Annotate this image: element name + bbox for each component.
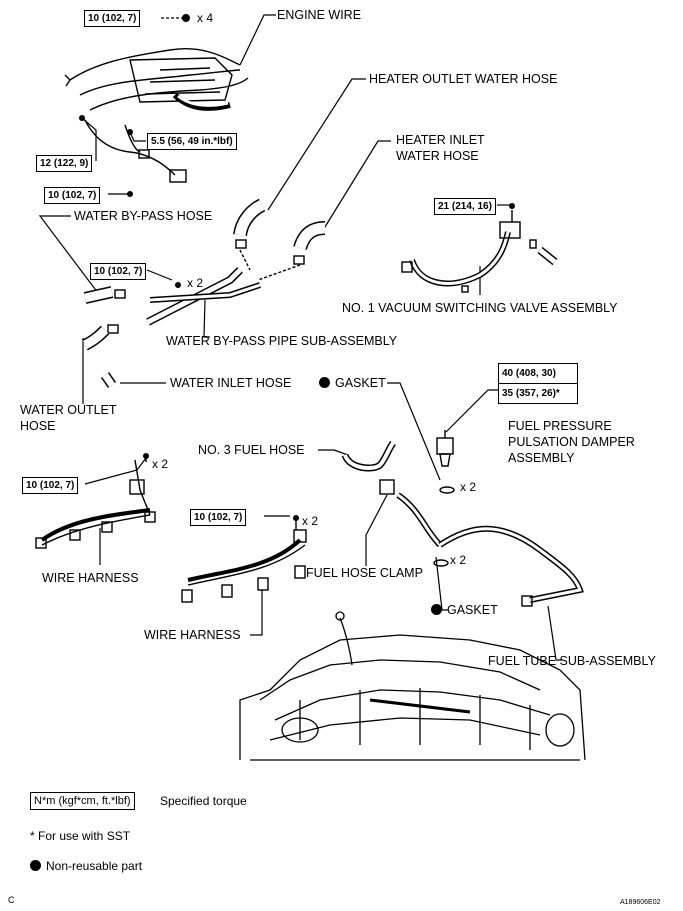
- engine-wire-label: ENGINE WIRE: [277, 8, 362, 22]
- nonreusable-dot-icon: [30, 860, 41, 871]
- leader-water-bypass-hose: [38, 215, 99, 294]
- heater-outlet-hose-label: HEATER OUTLET WATER HOSE: [369, 72, 558, 86]
- nonreusable-dot-icon: [431, 604, 442, 615]
- water-outlet-label-line1: WATER OUTLET: [20, 403, 117, 417]
- corner-letter: C: [8, 895, 15, 905]
- fuel-damper-label-line1: FUEL PRESSURE: [508, 419, 612, 433]
- wire-harness-left-label: WIRE HARNESS: [42, 571, 139, 585]
- leader-fuel-clamp: [365, 494, 388, 566]
- no3-fuel-hose-label: NO. 3 FUEL HOSE: [198, 443, 305, 457]
- qty-engine-wire: x 4: [197, 11, 214, 25]
- torque-small-bolt: 5.5 (56, 49 in.*lbf): [147, 133, 237, 150]
- legend-torque-box: N*m (kgf*cm, ft.*lbf): [30, 792, 135, 810]
- nonreusable-dot-icon: [319, 377, 330, 388]
- gasket-lower-label: GASKET: [431, 603, 498, 618]
- leader-no3-fuel: [318, 449, 349, 456]
- gasket-upper-text: GASKET: [335, 376, 386, 390]
- leader-t-small: [129, 131, 146, 142]
- torque-damper-1: 40 (408, 30): [502, 368, 556, 379]
- vacuum-switching-valve-drawing: [401, 210, 558, 293]
- leader-wire-harness-center: [250, 590, 263, 636]
- water-bypass-hose-label: WATER BY-PASS HOSE: [74, 209, 213, 223]
- leader-fuel-tube: [547, 605, 562, 661]
- leader-t-bypass: [146, 269, 173, 281]
- leader-gasket-upper: [387, 382, 441, 481]
- engine-block-drawing: [239, 611, 586, 761]
- torque-damper: 40 (408, 30) 35 (357, 26)*: [498, 363, 578, 404]
- vacuum-switching-valve-label: NO. 1 VACUUM SWITCHING VALVE ASSEMBLY: [342, 301, 618, 315]
- heater-inlet-label-line2: WATER HOSE: [396, 149, 479, 163]
- legend-sst-note: * For use with SST: [30, 829, 131, 843]
- bypass-pipe-label: WATER BY-PASS PIPE SUB-ASSEMBLY: [166, 334, 398, 348]
- wire-harness-center-label: WIRE HARNESS: [144, 628, 241, 642]
- qty-harness-center: x 2: [302, 514, 319, 528]
- torque-bypass: 10 (102, 7): [90, 263, 147, 280]
- torque-harness-left: 10 (102, 7): [22, 477, 79, 494]
- fuel-tube-label: FUEL TUBE SUB-ASSEMBLY: [488, 654, 656, 668]
- water-hoses-drawing: [82, 198, 326, 388]
- water-inlet-hose-label: WATER INLET HOSE: [170, 376, 292, 390]
- gasket-upper-label: GASKET: [319, 376, 386, 391]
- heater-inlet-label-line1: HEATER INLET: [396, 133, 485, 147]
- fuel-damper-label-line3: ASSEMBLY: [508, 451, 575, 465]
- legend-nonreusable-text: Non-reusable part: [46, 859, 143, 873]
- qty-gasket-upper: x 2: [460, 480, 477, 494]
- legend-torque-text: Specified torque: [160, 794, 247, 808]
- leader-gasket-lower: [435, 556, 448, 611]
- torque-10-lower: 10 (102, 7): [44, 187, 101, 204]
- leader-heater-inlet: [319, 140, 391, 236]
- qty-harness-left: x 2: [152, 457, 169, 471]
- legend-nonreusable: Non-reusable part: [30, 859, 142, 874]
- torque-vsv: 21 (214, 16): [434, 198, 496, 215]
- gasket-lower-text: GASKET: [447, 603, 498, 617]
- leader-t-damper: [445, 389, 498, 433]
- qty-bypass: x 2: [187, 276, 204, 290]
- engine-wire-harness-drawing: [64, 48, 249, 183]
- torque-engine-wire: 10 (102, 7): [84, 10, 141, 27]
- torque-harness-center: 10 (102, 7): [190, 509, 247, 526]
- water-outlet-label-line2: HOSE: [20, 419, 56, 433]
- fuel-system-drawing: [341, 430, 584, 607]
- wire-harness-left-drawing: [35, 456, 156, 549]
- torque-damper-2: 35 (357, 26)*: [499, 383, 577, 403]
- fuel-damper-label-line2: PULSATION DAMPER: [508, 435, 635, 449]
- fuel-hose-clamp-label: FUEL HOSE CLAMP: [306, 566, 423, 580]
- leader-engine-wire: [239, 14, 276, 66]
- leader-bypass-pipe: [203, 299, 210, 338]
- figure-code: A189606E02: [620, 899, 661, 906]
- qty-gasket-lower: x 2: [450, 553, 467, 567]
- wire-harness-center-drawing: [181, 518, 307, 603]
- leader-heater-outlet: [267, 78, 366, 211]
- torque-12: 12 (122, 9): [36, 155, 93, 172]
